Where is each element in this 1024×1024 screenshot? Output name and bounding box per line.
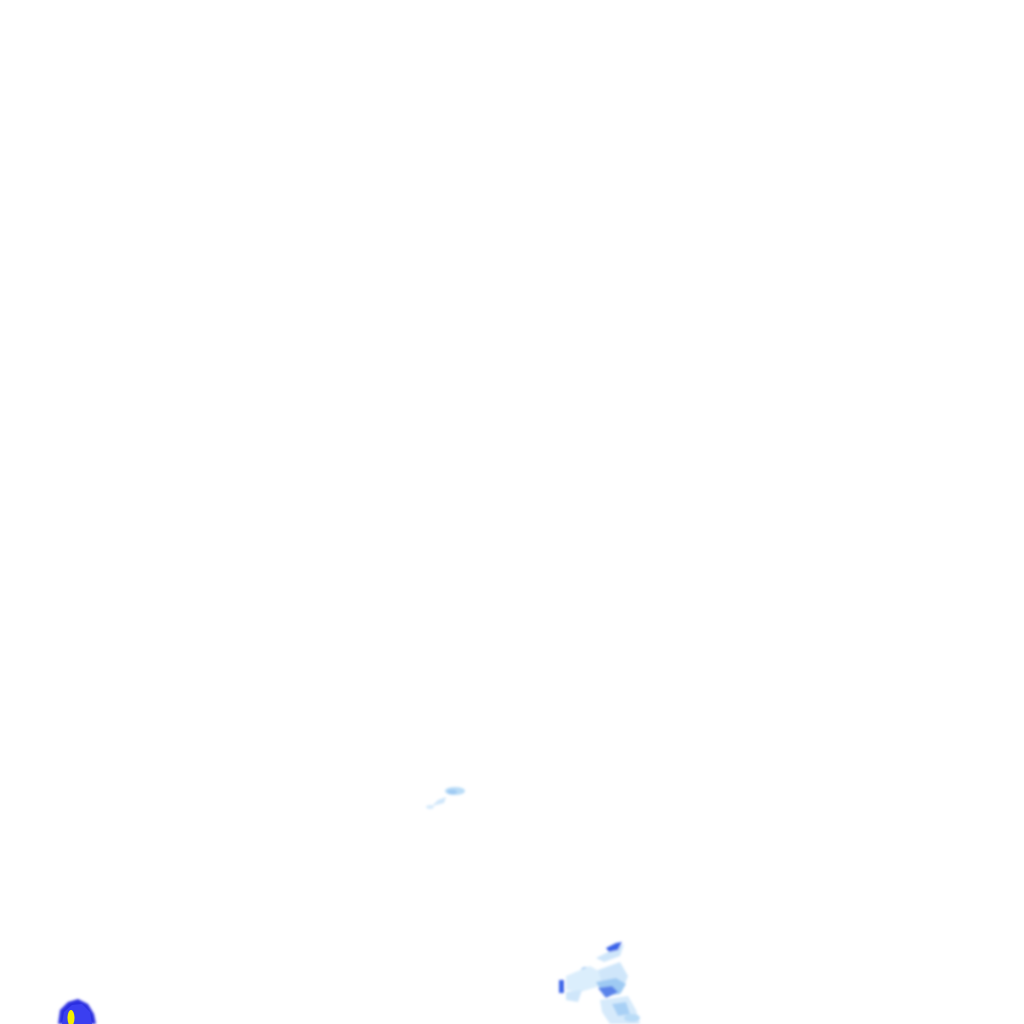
echo-heavy <box>559 980 564 993</box>
echo-heavy <box>606 942 622 952</box>
echo-moderate <box>612 1002 630 1016</box>
echo-light <box>447 789 457 795</box>
echo-light <box>624 1014 640 1022</box>
precip-cell-southwest <box>58 999 96 1024</box>
echo-extreme <box>67 1010 75 1024</box>
echo-light <box>432 797 446 806</box>
precip-cell-center <box>426 787 465 809</box>
echo-heavy <box>598 986 618 998</box>
precip-cluster-southeast <box>559 942 640 1024</box>
echo-light <box>566 966 604 992</box>
echo-light <box>426 805 434 809</box>
echo-light <box>566 990 582 1002</box>
